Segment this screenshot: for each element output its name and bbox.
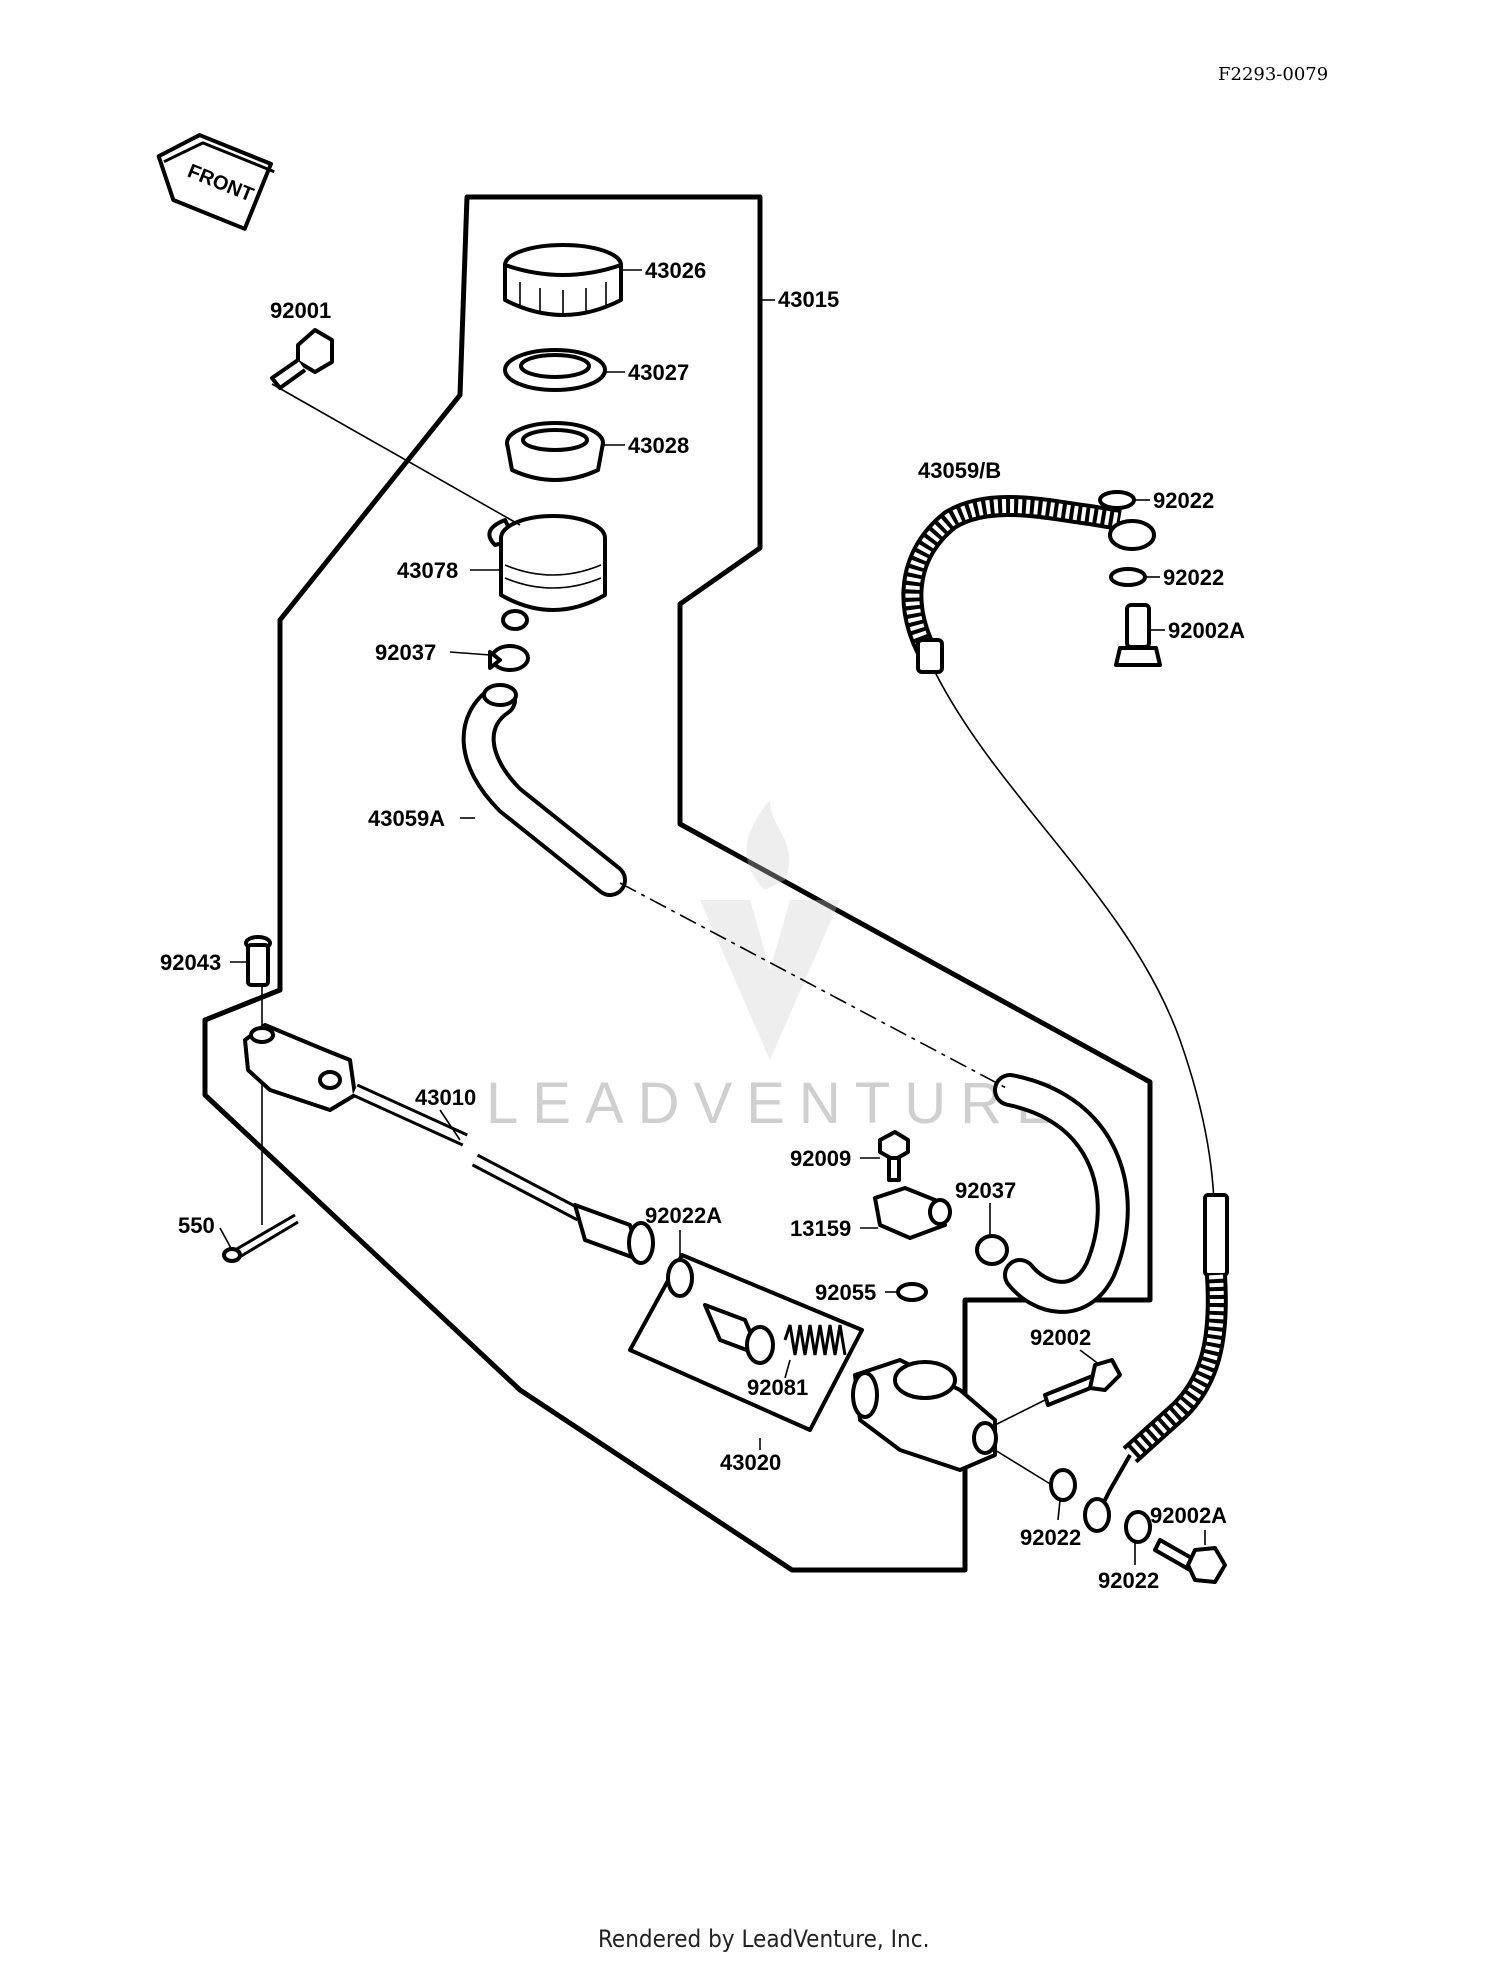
cotter-pin-550 [222, 1213, 299, 1263]
screw-92009 [878, 1130, 910, 1182]
washer-92022-upper-a [1098, 490, 1136, 510]
label-550: 550 [178, 1213, 215, 1238]
washer-92022-upper-b [1109, 567, 1147, 587]
clamp-92037-top [488, 644, 530, 672]
label-92081: 92081 [747, 1375, 808, 1400]
figure-code: F2293-0079 [1218, 64, 1328, 85]
assembly-boundary-43015 [202, 194, 1153, 1573]
master-cylinder-body [851, 1358, 998, 1472]
o-ring-92055 [896, 1282, 928, 1302]
label-43028: 43028 [628, 433, 689, 458]
label-92022-a: 92022 [1153, 488, 1214, 513]
clevis-pin-92043 [244, 935, 272, 987]
lead-92037-top [449, 651, 491, 656]
label-92037-lower: 92037 [955, 1178, 1016, 1203]
label-92037-top: 92037 [375, 640, 436, 665]
lead-hose-continuation [934, 671, 1216, 1251]
lead-550 [219, 1227, 233, 1251]
reservoir-43078 [487, 514, 607, 631]
banjo-bolt-92002A-lower [1153, 1538, 1227, 1584]
label-43027: 43027 [628, 360, 689, 385]
watermark-logo-icon [700, 800, 840, 1060]
label-43078: 43078 [397, 558, 458, 583]
clutch-hose-43059B [901, 495, 1156, 674]
lead-92022-c [1057, 1499, 1061, 1521]
label-92022-c: 92022 [1020, 1525, 1081, 1550]
piston-43020 [703, 1303, 775, 1365]
washer-92022-lower-b [1124, 1510, 1152, 1544]
spring-92081 [783, 1324, 847, 1356]
label-43015: 43015 [778, 287, 839, 312]
push-rod-43010 [243, 1023, 655, 1265]
clutch-hose-lower [1083, 1193, 1229, 1533]
diaphragm-plate-43027 [503, 348, 607, 392]
label-43026: 43026 [645, 258, 706, 283]
clamp-92037-lower [975, 1234, 1009, 1266]
label-92022-d: 92022 [1098, 1568, 1159, 1593]
label-43010: 43010 [415, 1085, 476, 1110]
watermark-text: LEADVENTURE [486, 1071, 1069, 1136]
reservoir-hose-lower [993, 1073, 1130, 1314]
footer-credit: Rendered by LeadVenture, Inc. [598, 1925, 929, 1953]
diaphragm-43028 [505, 421, 605, 482]
lead-43010 [439, 1109, 461, 1141]
reservoir-hose-43059A [461, 683, 627, 897]
label-92002A-a: 92002A [1168, 618, 1245, 643]
label-92009: 92009 [790, 1146, 851, 1171]
lead-92081 [784, 1359, 791, 1379]
label-13159: 13159 [790, 1216, 851, 1241]
assembly-boundary-43020 [628, 1253, 864, 1432]
lead-92002-label [1079, 1349, 1101, 1366]
label-92002: 92002 [1030, 1325, 1091, 1350]
bolt-92002 [1043, 1358, 1122, 1407]
label-43020: 43020 [720, 1450, 781, 1475]
lead-92001-reservoir [271, 383, 521, 526]
lead-hose-path [619, 882, 1011, 1091]
lead-92002 [994, 1399, 1046, 1426]
label-43059B: 43059/B [918, 458, 1001, 483]
fitting-13159 [873, 1186, 952, 1240]
bolt-92001 [270, 328, 334, 390]
label-92022-b: 92022 [1163, 565, 1224, 590]
reservoir-cap-43026 [503, 243, 623, 317]
label-92022A: 92022A [645, 1203, 722, 1228]
label-92001: 92001 [270, 298, 331, 323]
washer-92022A [666, 1258, 694, 1298]
label-92043: 92043 [160, 950, 221, 975]
front-arrow-icon: FRONT [156, 133, 275, 231]
label-43059A: 43059A [368, 806, 445, 831]
label-92055: 92055 [815, 1280, 876, 1305]
washer-92022-lower-a [1049, 1468, 1077, 1502]
banjo-bolt-92002A-upper [1114, 603, 1162, 667]
label-92002A-b: 92002A [1150, 1503, 1227, 1528]
